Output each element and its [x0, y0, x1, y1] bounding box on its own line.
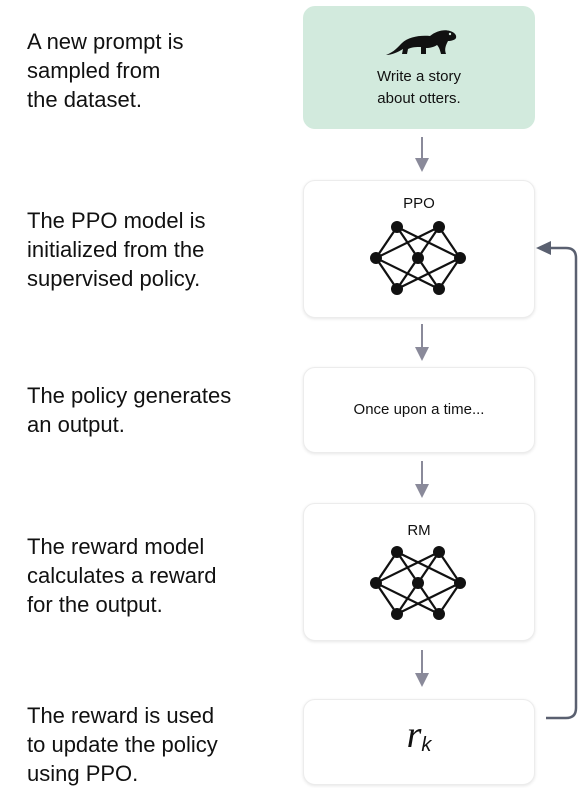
- rm-title: RM: [407, 522, 431, 539]
- reward-subscript: k: [421, 734, 432, 757]
- prompt-box: Write a story about otters.: [303, 6, 535, 129]
- ppo-network-icon: [370, 221, 466, 295]
- feedback-arrow: [536, 241, 578, 720]
- prompt-text: Write a story about otters.: [377, 68, 461, 107]
- ppo-box: PPO: [303, 180, 535, 318]
- ppo-title: PPO: [403, 195, 435, 212]
- reward-r: r: [406, 714, 422, 756]
- arrow-output-to-rm: [415, 461, 429, 498]
- reward-symbol: rk: [304, 713, 534, 757]
- step-2-text: The PPO model is initialized from the su…: [27, 208, 206, 291]
- step-4-text: The reward model calculates a reward for…: [27, 534, 217, 617]
- arrow-rm-to-reward: [415, 650, 429, 687]
- step-5-text: The reward is used to update the policy …: [27, 703, 218, 786]
- rm-box: RM: [303, 503, 535, 641]
- arrow-prompt-to-ppo: [415, 137, 429, 172]
- step-1-text: A new prompt is sampled from the dataset…: [27, 29, 184, 112]
- arrow-ppo-to-output: [415, 324, 429, 361]
- output-text: Once upon a time...: [353, 401, 485, 418]
- step-3-text: The policy generates an output.: [27, 383, 232, 437]
- otter-icon: [386, 30, 457, 55]
- rm-network-icon: [370, 546, 466, 620]
- output-box: Once upon a time...: [303, 367, 535, 453]
